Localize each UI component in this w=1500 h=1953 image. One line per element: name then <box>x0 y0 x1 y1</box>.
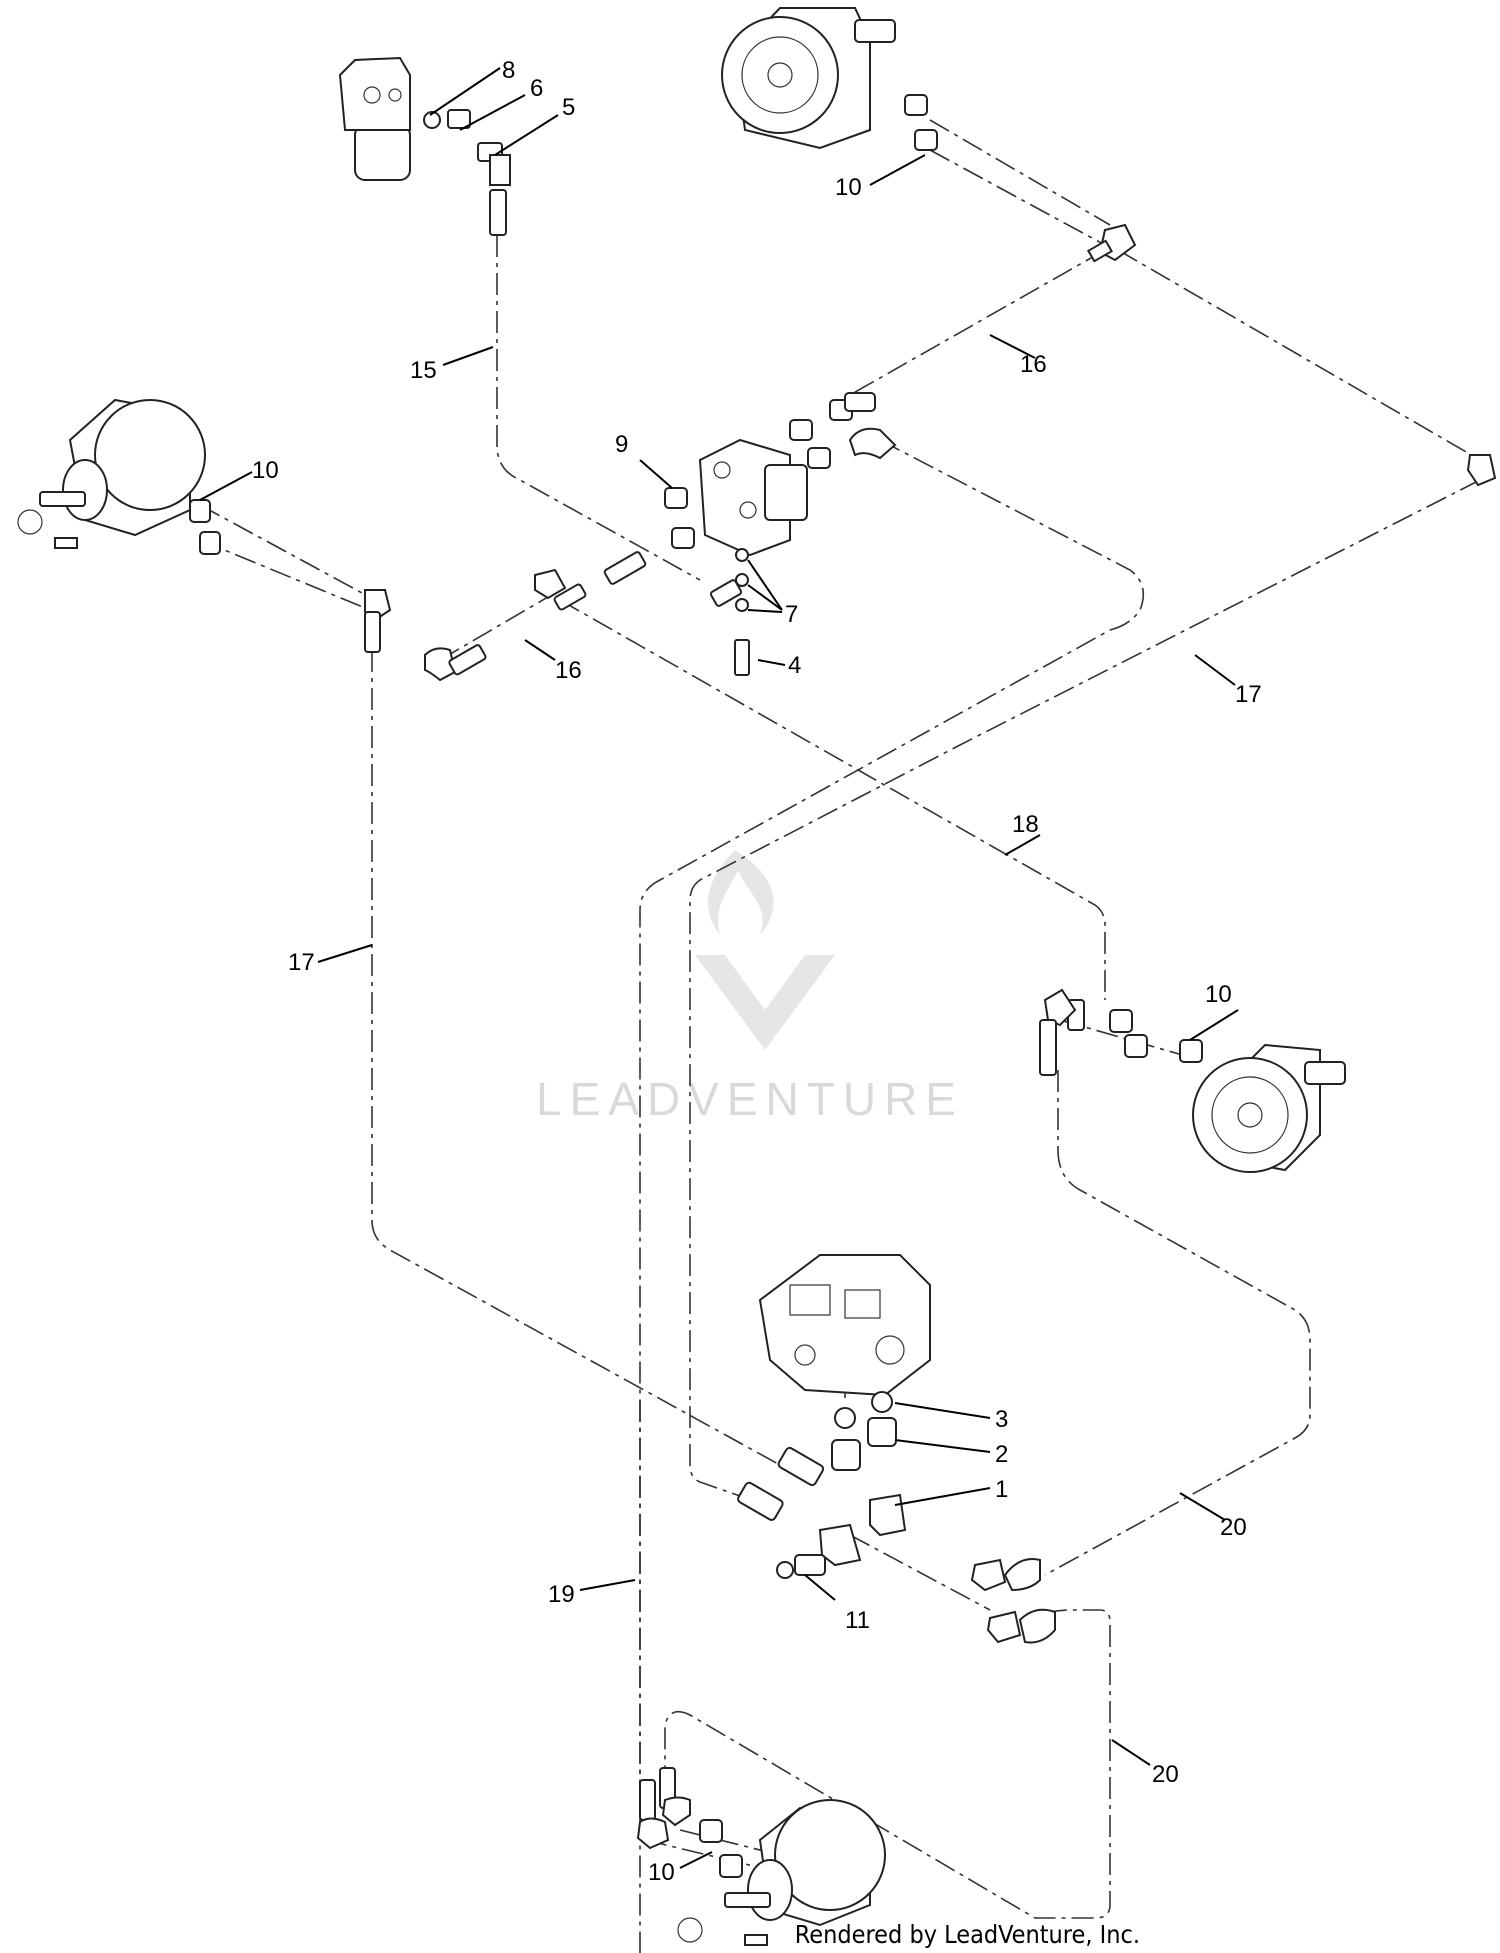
leader-20b <box>1111 1739 1151 1766</box>
leader-10b <box>199 471 253 501</box>
hose-20-right <box>1044 1070 1311 1576</box>
callout-20a: 20 <box>1220 1514 1247 1541</box>
callout-10c: 10 <box>1205 981 1232 1008</box>
callout-16b: 16 <box>555 657 582 684</box>
motor-top <box>721 7 938 151</box>
hose-top-motor-b <box>929 149 1106 246</box>
hose-18 <box>559 599 1106 1000</box>
leader-2 <box>894 1439 991 1453</box>
leader-15 <box>442 346 494 366</box>
hose-tee-lower <box>849 1534 991 1611</box>
callout-20b: 20 <box>1152 1761 1179 1788</box>
callout-1: 1 <box>995 1476 1008 1503</box>
callout-17b: 17 <box>288 949 315 976</box>
leader-6 <box>459 94 526 131</box>
filter <box>338 56 511 236</box>
hose-16-lower <box>439 589 561 661</box>
elbows-bottom-right <box>970 1558 1056 1644</box>
hose-17-left <box>371 650 781 1466</box>
callout-9: 9 <box>615 431 628 458</box>
callout-numbers: 8 6 5 10 15 16 9 10 7 4 16 17 18 17 10 3… <box>252 57 1262 1886</box>
hose-left-motor-b <box>199 539 371 611</box>
leader-16a <box>989 334 1036 359</box>
motor-left <box>17 398 221 555</box>
leader-19 <box>579 1579 636 1591</box>
leader-lines <box>199 67 1239 1869</box>
leader-10d <box>679 1851 713 1869</box>
callout-3: 3 <box>995 1406 1008 1433</box>
leader-16b <box>524 639 556 661</box>
callout-7: 7 <box>785 601 798 628</box>
tee-fittings <box>737 1446 907 1579</box>
leader-9 <box>639 459 673 489</box>
render-credit: Rendered by LeadVenture, Inc. <box>795 1920 1140 1949</box>
hose-valve-loop <box>639 439 1145 1953</box>
callout-15: 15 <box>410 357 437 384</box>
leader-7 <box>747 559 783 611</box>
watermark: LEADVENTURE <box>536 850 964 1125</box>
hose-17-right <box>689 479 1481 1511</box>
callout-18: 18 <box>1012 811 1039 838</box>
leader-4 <box>757 659 786 666</box>
leader-3 <box>894 1402 991 1419</box>
hose-16-upper <box>849 249 1106 396</box>
leader-11 <box>804 1574 836 1601</box>
leader-17b <box>317 944 373 963</box>
leader-10c <box>1189 1009 1239 1041</box>
leader-5 <box>494 114 559 156</box>
callout-2: 2 <box>995 1441 1008 1468</box>
elbow-right <box>1466 454 1497 487</box>
hose-20-lower <box>664 1609 1111 1919</box>
callout-16a: 16 <box>1020 351 1047 378</box>
callout-11: 11 <box>845 1607 870 1634</box>
hoses <box>199 119 1481 1953</box>
callout-6: 6 <box>530 75 543 102</box>
leader-8 <box>429 67 501 116</box>
hose-top-motor-a <box>929 119 1111 226</box>
valve-block <box>664 392 897 676</box>
elbow-top <box>1086 223 1137 263</box>
leader-18 <box>1004 834 1041 856</box>
hose-right-motor-port <box>1059 1019 1201 1061</box>
callout-10d: 10 <box>648 1859 675 1886</box>
hose-left-motor-a <box>199 504 376 601</box>
leader-17a <box>1194 654 1236 686</box>
pump <box>758 1254 931 1471</box>
motor-bottom <box>636 1767 886 1946</box>
leader-10a <box>869 154 926 186</box>
elbow-left-chain <box>364 551 647 682</box>
watermark-v-logo-icon <box>695 955 835 1050</box>
hose-bottom-motor-a <box>644 1839 771 1871</box>
leader-20a <box>1179 1492 1226 1521</box>
callout-17a: 17 <box>1235 681 1262 708</box>
watermark-flame-icon <box>708 850 774 935</box>
callout-5: 5 <box>562 94 575 121</box>
callout-8: 8 <box>502 57 515 84</box>
watermark-text: LEADVENTURE <box>536 1073 964 1125</box>
leader-7b <box>747 609 783 613</box>
hose-top-right-diagonal <box>1117 249 1481 461</box>
leader-1 <box>894 1487 991 1506</box>
callout-10b: 10 <box>252 457 279 484</box>
hose-15 <box>496 235 701 581</box>
callout-4: 4 <box>788 652 801 679</box>
motor-right <box>1039 988 1346 1173</box>
parts <box>17 7 1497 1946</box>
callout-10a: 10 <box>835 174 862 201</box>
callout-19: 19 <box>548 1581 575 1608</box>
